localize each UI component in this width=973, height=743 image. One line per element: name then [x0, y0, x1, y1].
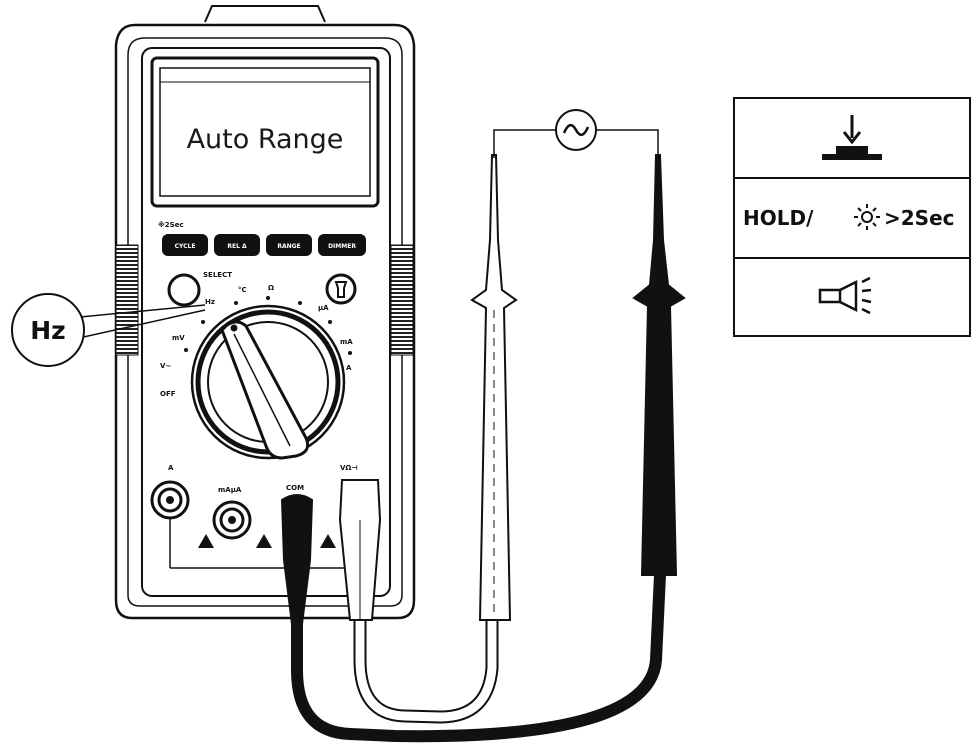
range-button-label: RANGE — [277, 243, 300, 250]
black-lead-cable — [291, 534, 666, 743]
source-wire — [493, 129, 659, 158]
multimeter: Auto Range ※2Sec CYCLE REL Δ RANGE DIMME… — [114, 5, 416, 620]
jack-label-a: A — [168, 464, 174, 472]
button-row: CYCLE REL Δ RANGE DIMMER — [162, 234, 366, 256]
backlight-sun-icon — [854, 204, 880, 230]
cycle-button-label: CYCLE — [175, 243, 196, 250]
select-label: SELECT — [203, 271, 232, 279]
warning-icon — [256, 534, 272, 548]
test-leads — [280, 154, 686, 743]
jack-label-v: VΩ⊣ — [340, 464, 358, 472]
lcd-text: Auto Range — [187, 124, 344, 155]
warning-icon — [198, 534, 214, 548]
hz-callout-label: Hz — [30, 316, 65, 345]
jack-label-com: COM — [286, 484, 304, 492]
flashlight-button-icon — [334, 281, 348, 298]
right-grip — [390, 244, 414, 356]
hold-label: HOLD/ — [743, 206, 814, 230]
rel-button[interactable] — [214, 234, 260, 256]
dimmer-button-label: DIMMER — [328, 243, 356, 250]
dial-labels: Hz °C Ω μA mA A mV V~ OFF — [160, 284, 353, 398]
jack-label-ma: mAμA — [218, 486, 242, 494]
range-button[interactable] — [266, 234, 312, 256]
dial-label-ohm: Ω — [268, 284, 274, 292]
backlight-label: ※2Sec — [158, 220, 184, 229]
ac-source — [493, 109, 659, 158]
dial-ticks — [184, 296, 352, 355]
dial-knob[interactable] — [220, 320, 310, 460]
press-button-icon — [822, 115, 882, 160]
rel-button-label: REL Δ — [227, 243, 247, 250]
dial-label-ua: μA — [318, 304, 329, 312]
hz-callout-circle — [11, 293, 85, 367]
black-com-plug[interactable] — [280, 494, 314, 641]
left-grip — [115, 244, 139, 356]
flashlight-icon — [818, 276, 872, 315]
select-button[interactable] — [167, 273, 201, 307]
dial-label-a: A — [346, 364, 352, 372]
hz-callout: Hz — [11, 293, 206, 367]
lcd-screen — [159, 67, 371, 197]
flashlight-button[interactable] — [325, 273, 357, 305]
dial-label-temp: °C — [238, 286, 247, 294]
hold-duration: >2Sec — [884, 206, 955, 230]
callout-leader — [69, 304, 206, 341]
meter-top-clip — [204, 5, 326, 23]
dial-label-vac: V~ — [160, 362, 171, 370]
input-jacks: A mAμA COM VΩ⊣ — [150, 464, 358, 569]
warning-icon — [320, 534, 336, 548]
dial-label-mv: mV — [172, 334, 185, 342]
black-probe[interactable] — [632, 154, 686, 576]
dial-pointer — [230, 324, 238, 332]
cycle-button[interactable] — [162, 234, 208, 256]
ac-wave-icon — [562, 124, 590, 136]
rotary-dial[interactable] — [190, 304, 346, 460]
dial-label-ma: mA — [340, 338, 353, 346]
dial-label-hz: Hz — [205, 298, 215, 306]
dial-label-off: OFF — [160, 390, 176, 398]
instruction-panel: HOLD/ >2Sec — [733, 97, 971, 337]
dimmer-button[interactable] — [318, 234, 366, 256]
